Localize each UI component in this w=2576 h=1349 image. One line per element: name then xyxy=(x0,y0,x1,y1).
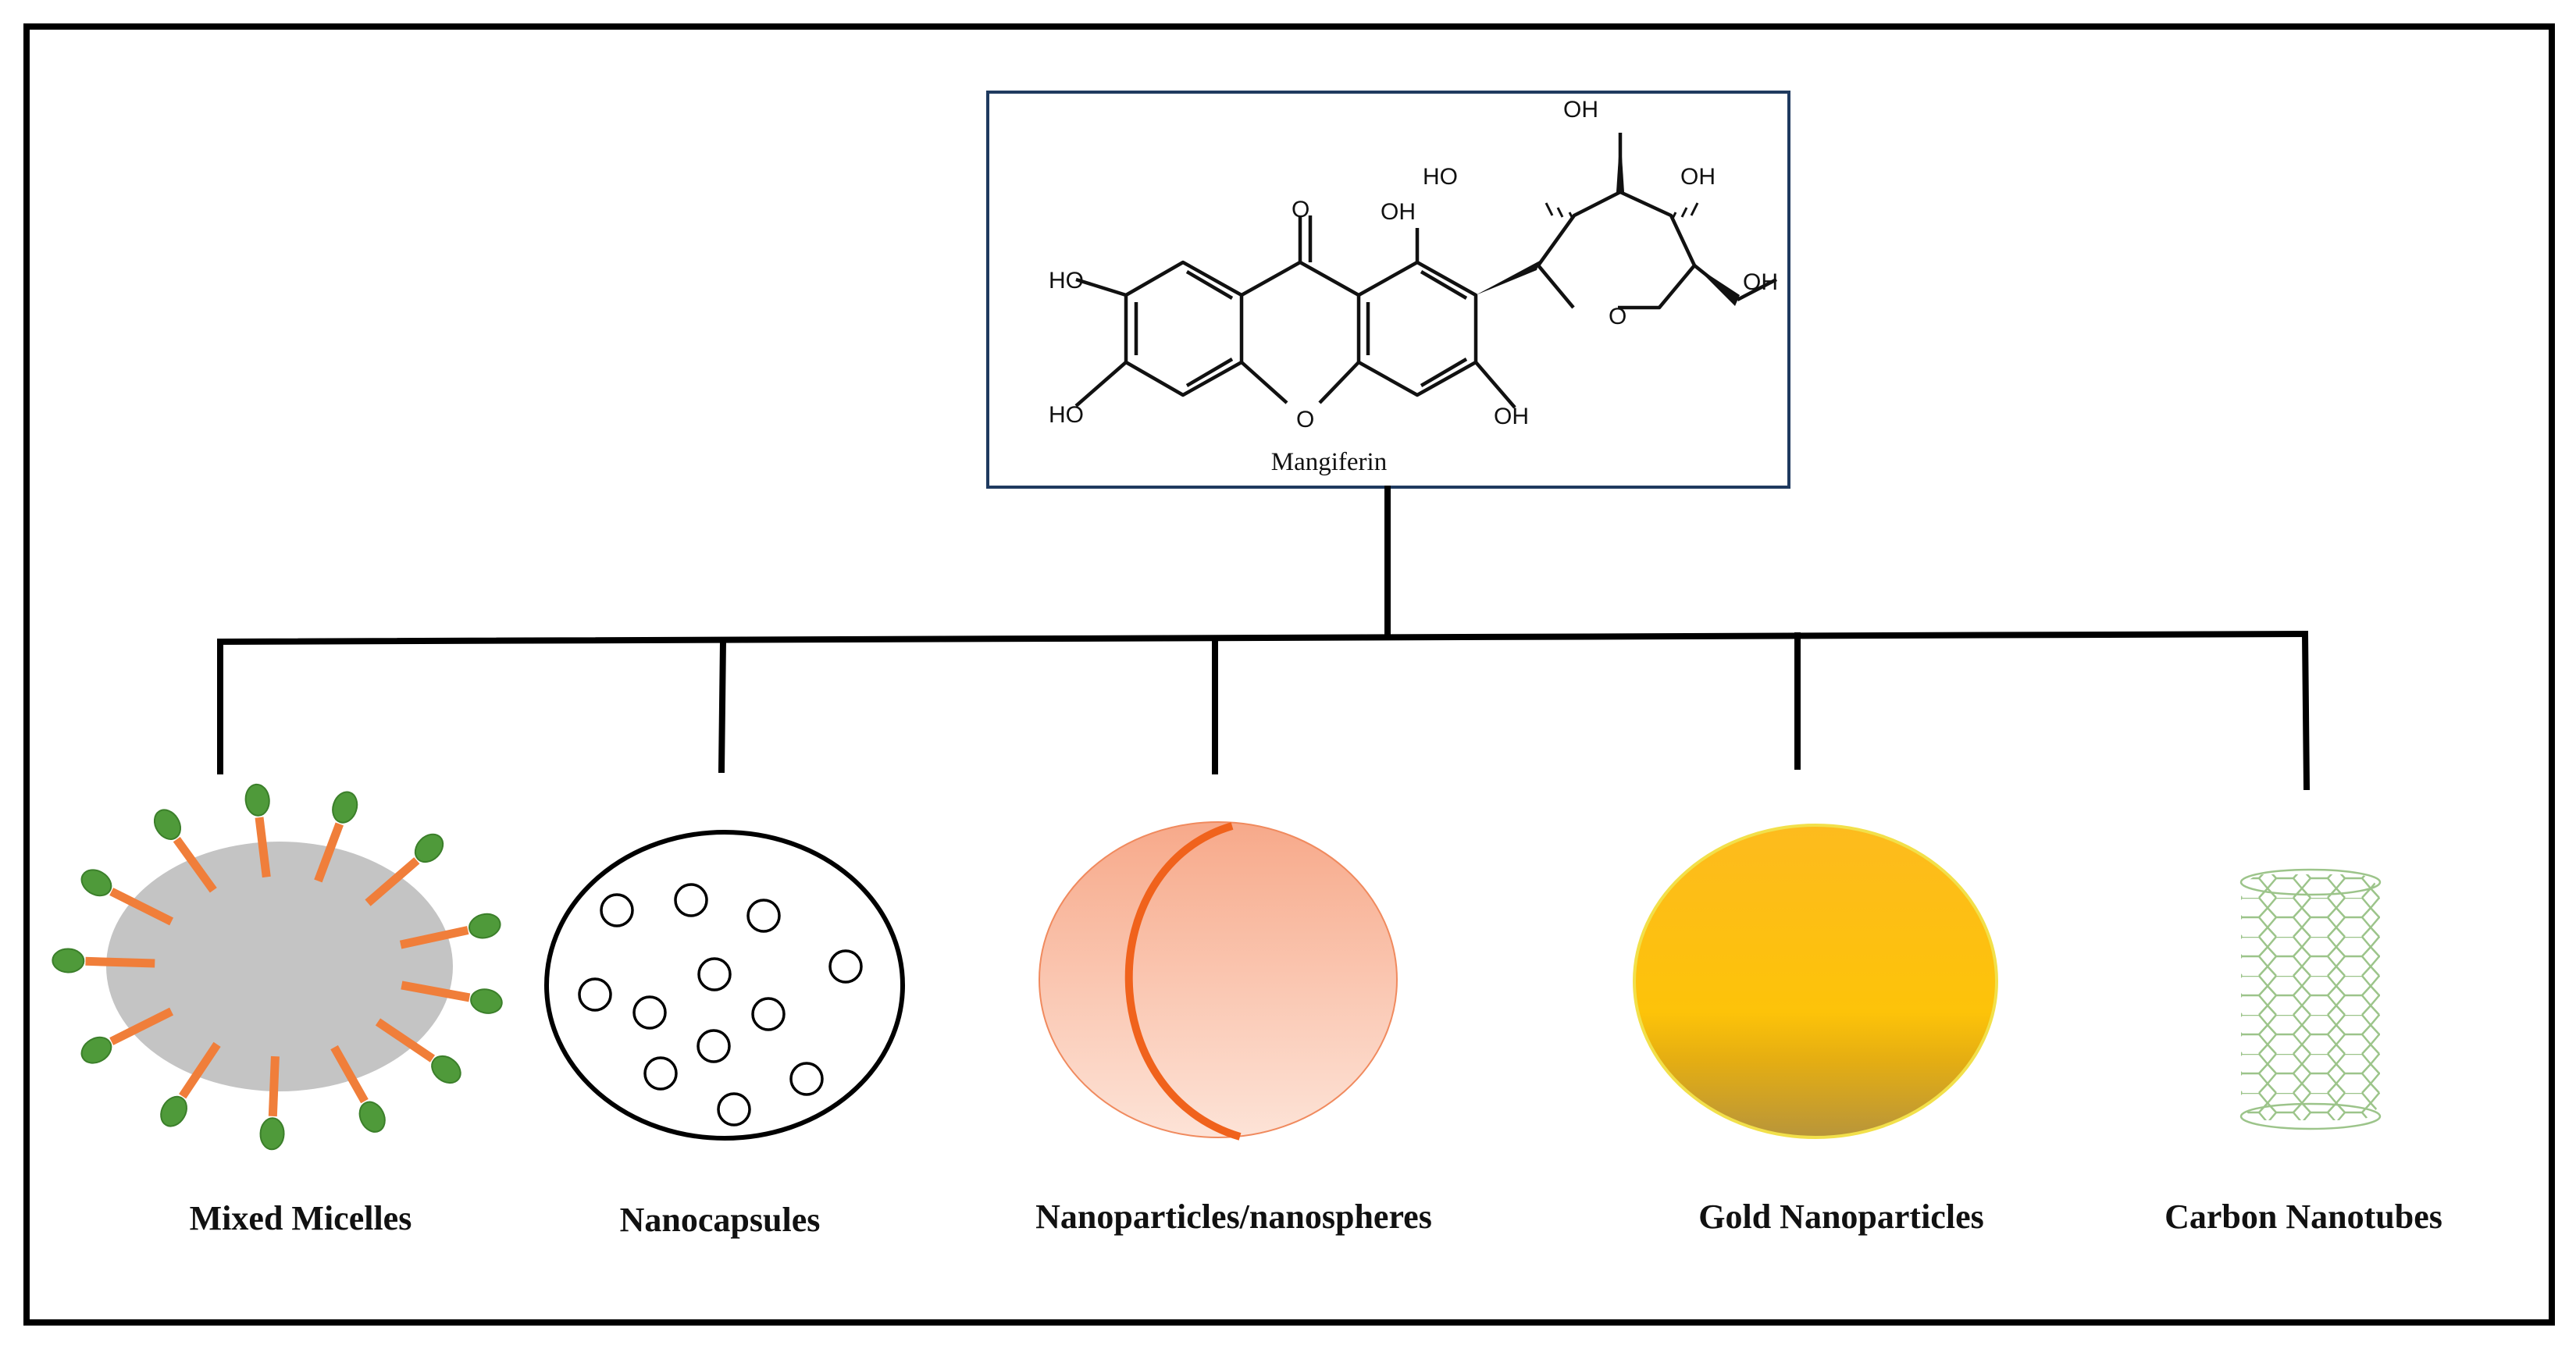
label-nanoparticles-nanospheres: Nanoparticles/nanospheres xyxy=(1035,1198,1432,1236)
surfactant-head xyxy=(244,783,270,817)
atom-label-xanthone-o: O xyxy=(1296,407,1314,432)
surfactant-head xyxy=(80,869,112,897)
atom-label-ho-lower-left: HO xyxy=(1049,402,1084,428)
surfactant-tail xyxy=(365,857,420,906)
surfactant-head xyxy=(52,948,85,973)
surfactant-head xyxy=(414,833,444,863)
surfactant-tail xyxy=(255,817,271,878)
surfactant-head xyxy=(470,988,503,1014)
gold-nanoparticle-illustration xyxy=(1633,824,1998,1139)
surfactant-tail xyxy=(401,981,471,1002)
surfactant-tail xyxy=(375,1018,436,1062)
surfactant-head xyxy=(160,1095,187,1127)
atom-label-oh-top: OH xyxy=(1563,97,1598,123)
atom-label-ring-o: O xyxy=(1609,304,1626,329)
surfactant-head xyxy=(259,1117,285,1151)
label-gold-nanoparticles: Gold Nanoparticles xyxy=(1698,1198,1983,1236)
micelle-core xyxy=(106,842,453,1091)
atom-label-ch2-oh: OH xyxy=(1743,269,1778,295)
nanotube-lattice xyxy=(2241,874,2380,1120)
drop-line-nanotubes xyxy=(2301,630,2311,791)
carbon-nanotube-illustration xyxy=(2239,868,2382,1130)
surfactant-head xyxy=(431,1055,461,1084)
surfactant-tail xyxy=(330,1045,369,1104)
surfactant-head xyxy=(332,791,358,824)
label-carbon-nanotubes: Carbon Nanotubes xyxy=(2164,1198,2442,1236)
micelle-surfactants xyxy=(52,783,503,1151)
nanocapsule-cargo xyxy=(578,883,863,1127)
atom-label-oh-bottom: OH xyxy=(1494,404,1529,429)
atom-label-phenol-oh: OH xyxy=(1381,199,1416,225)
atom-label-ho-upper-left: HO xyxy=(1049,268,1084,294)
label-nanocapsules: Nanocapsules xyxy=(620,1201,821,1239)
mangiferin-wedges xyxy=(1476,133,1740,306)
branch-line xyxy=(216,630,2309,646)
label-mixed-micelles: Mixed Micelles xyxy=(190,1199,412,1237)
surfactant-tail xyxy=(179,1041,221,1099)
surfactant-tail xyxy=(399,926,469,949)
surfactant-head xyxy=(469,913,501,939)
surfactant-head xyxy=(358,1101,386,1133)
surfactant-tail xyxy=(109,1007,174,1045)
nanotube-bottom-rim xyxy=(2239,1102,2382,1130)
molecule-name: Mangiferin xyxy=(1271,448,1387,476)
surfactant-tail xyxy=(173,836,217,893)
nanosphere-body xyxy=(1039,821,1398,1138)
nanosphere-illustration xyxy=(1039,821,1398,1141)
surfactant-head xyxy=(80,1036,112,1064)
nanocapsule-illustration xyxy=(544,830,905,1141)
surfactant-tail xyxy=(268,1055,280,1117)
gold-nanoparticle xyxy=(1633,824,1998,1139)
atom-label-ho-sugar: HO xyxy=(1423,164,1458,190)
surfactant-tail xyxy=(85,956,155,968)
nanocarrier-labels: Mixed Micelles Nanocapsules Nanoparticle… xyxy=(190,1198,2442,1239)
surfactant-head xyxy=(153,809,182,840)
nanosphere-arc xyxy=(1124,822,1242,1141)
surfactant-tail xyxy=(314,822,344,883)
mixed-micelle-illustration xyxy=(52,783,503,1151)
nanotube-top-rim xyxy=(2239,868,2382,896)
surfactant-tail xyxy=(109,888,174,926)
atom-label-carbonyl-o: O xyxy=(1292,197,1309,222)
molecule-box xyxy=(986,91,1790,489)
tree-connectors xyxy=(216,486,2311,791)
drop-line-nanocapsules xyxy=(718,636,727,774)
atom-label-oh-right: OH xyxy=(1680,164,1716,190)
mangiferin-hashes xyxy=(1545,202,1699,219)
mangiferin-structure-panel: HO HO O O OH OH HO OH OH O OH Mangiferin xyxy=(986,91,1790,489)
